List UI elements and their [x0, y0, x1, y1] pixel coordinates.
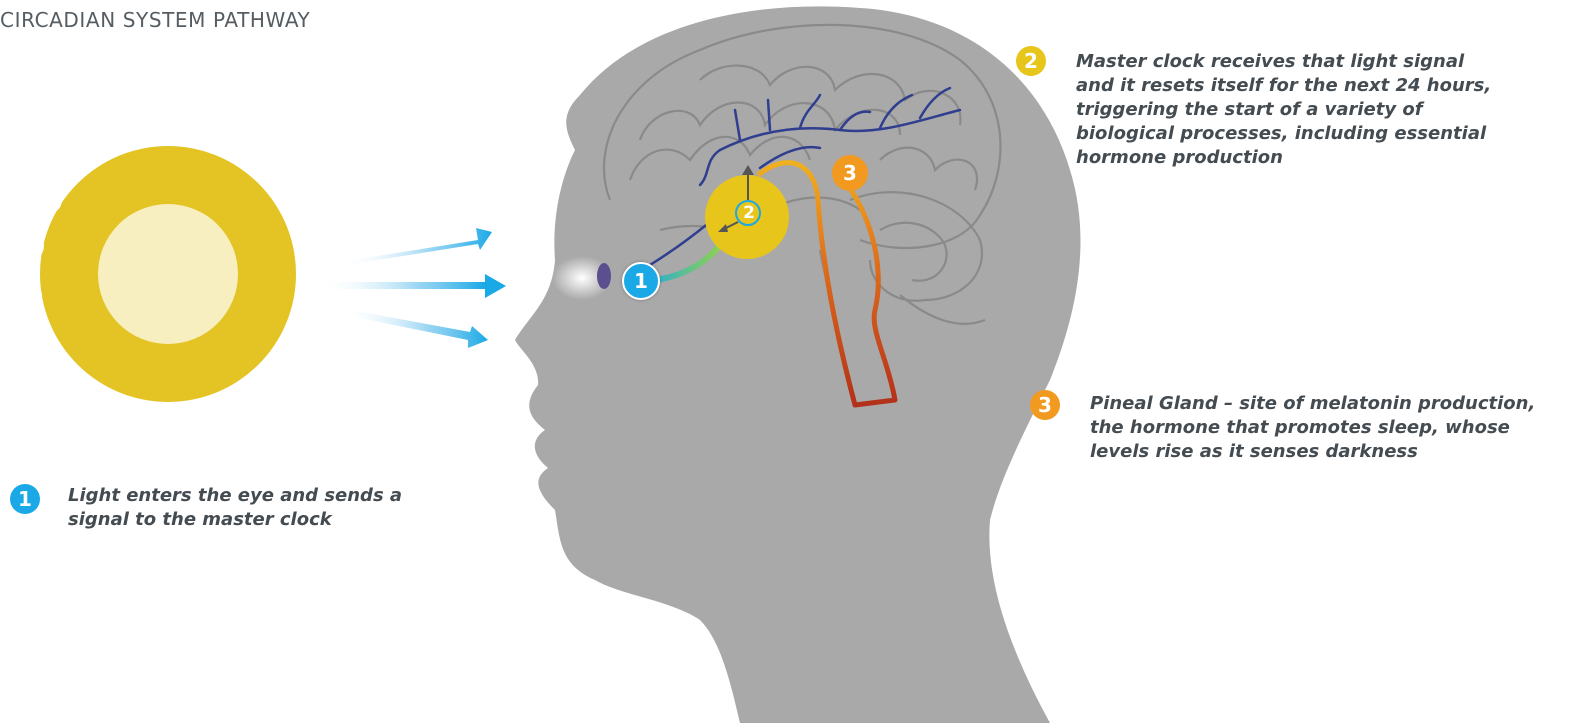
- page-title: CIRCADIAN SYSTEM PATHWAY: [0, 8, 310, 32]
- step-1-note: Light enters the eye and sends a signal …: [68, 484, 402, 532]
- step-1-line: Light enters the eye and sends a: [68, 484, 402, 508]
- step-1-line: signal to the master clock: [68, 508, 402, 532]
- step-2-badge: 2: [1016, 46, 1046, 76]
- step-3-line: levels rise as it senses darkness: [1090, 440, 1535, 464]
- step-3-line: Pineal Gland – site of melatonin product…: [1090, 392, 1535, 416]
- step-2-note: Master clock receives that light signal …: [1076, 50, 1491, 170]
- sun-icon: [14, 114, 324, 432]
- step-2-line: and it resets itself for the next 24 hou…: [1076, 74, 1491, 98]
- eye-icon: [597, 263, 611, 289]
- step-3-note: Pineal Gland – site of melatonin product…: [1090, 392, 1535, 464]
- step-1-badge: 1: [10, 484, 40, 514]
- light-rays: [320, 228, 506, 348]
- step-2-line: hormone production: [1076, 146, 1491, 170]
- step-3-badge: 3: [1030, 390, 1060, 420]
- step-3-line: the hormone that promotes sleep, whose: [1090, 416, 1535, 440]
- step-2-line: biological processes, including essentia…: [1076, 122, 1491, 146]
- step-2-line: Master clock receives that light signal: [1076, 50, 1491, 74]
- clock-marker-label: 2: [737, 201, 761, 225]
- pineal-marker-badge: 3: [832, 155, 868, 191]
- eye-marker-badge: 1: [622, 262, 660, 300]
- step-2-line: triggering the start of a variety of: [1076, 98, 1491, 122]
